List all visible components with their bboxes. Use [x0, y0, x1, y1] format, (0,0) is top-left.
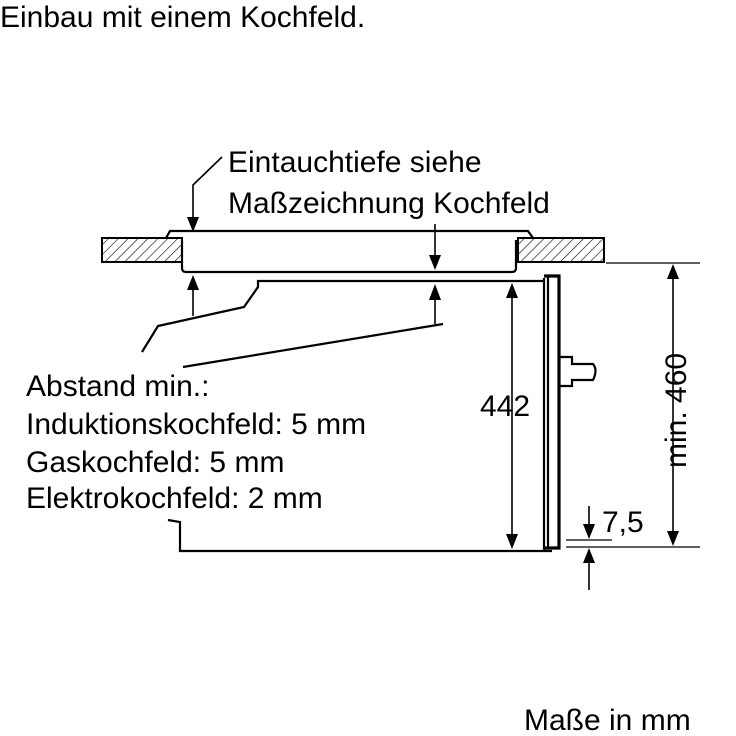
immersion-label-line1: Eintauchtiefe siehe [228, 146, 482, 179]
gap-arrows [187, 275, 441, 324]
dimension-442: 442 [480, 283, 530, 549]
immersion-arrow-down [187, 217, 199, 232]
dimension-7-5-label: 7,5 [602, 506, 644, 539]
dimension-442-label: 442 [480, 390, 530, 423]
cooktop [165, 229, 534, 274]
units-note: Maße in mm [524, 704, 691, 736]
distance-label-line1: Abstand min.: [26, 370, 209, 403]
distance-callout: Abstand min.: Induktionskochfeld: 5 mm G… [26, 370, 366, 515]
oven-appliance [141, 274, 597, 553]
countertop-right [517, 237, 605, 263]
countertop-left [101, 237, 183, 263]
distance-label-line2: Induktionskochfeld: 5 mm [26, 408, 366, 441]
immersion-depth-callout: Eintauchtiefe siehe Maßzeichnung Kochfel… [187, 146, 550, 270]
dimension-7-5: 7,5 [566, 506, 644, 590]
immersion-label-line2: Maßzeichnung Kochfeld [228, 187, 550, 220]
countertop [101, 237, 605, 263]
distance-label-line4: Elektrokochfeld: 2 mm [26, 482, 323, 515]
gap-arrow-left [187, 275, 199, 290]
gap-arrow-right [429, 284, 441, 300]
dimension-460-label: min. 460 [660, 353, 693, 468]
cooktop-depth-arrow [429, 255, 441, 270]
distance-label-line3: Gaskochfeld: 5 mm [26, 446, 284, 479]
diagram-title: Einbau mit einem Kochfeld. [0, 1, 365, 34]
dimension-min-460: min. 460 [566, 262, 700, 548]
